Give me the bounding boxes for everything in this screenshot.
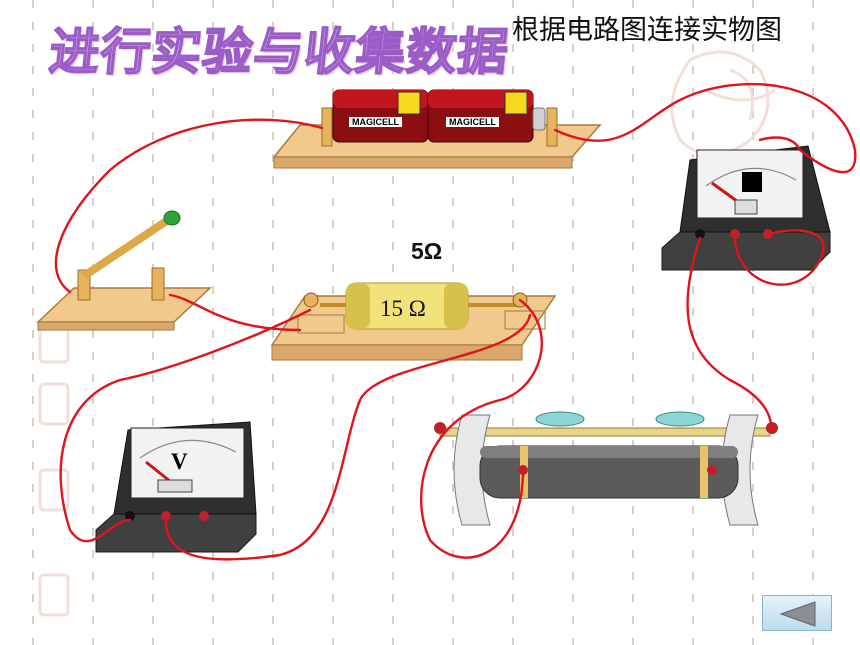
battery-label: MAGICELL bbox=[349, 117, 402, 127]
left-arrow-icon bbox=[779, 601, 816, 627]
wire-battery-switch bbox=[54, 118, 324, 294]
knife-switch bbox=[36, 210, 212, 331]
slide-title: 进行实验与收集数据 bbox=[46, 21, 513, 82]
battery-pack bbox=[272, 89, 602, 169]
wire-resistor-voltmeter bbox=[59, 308, 312, 543]
resistor-board bbox=[270, 282, 557, 361]
rheostat bbox=[434, 411, 778, 526]
ammeter bbox=[661, 145, 831, 271]
wire-resistor-rheostat bbox=[419, 298, 543, 559]
slide-subtitle: 根据电路图连接实物图 bbox=[512, 15, 782, 46]
wire-switch-resistor bbox=[168, 293, 302, 332]
battery-label: MAGICELL bbox=[446, 117, 499, 127]
wire-battery-ammeter bbox=[553, 82, 857, 174]
seal-watermark bbox=[38, 50, 776, 617]
resistor-value: 15 Ω bbox=[380, 296, 426, 321]
wire-ammeter-terminal bbox=[733, 229, 825, 286]
back-button[interactable] bbox=[762, 595, 832, 631]
wires bbox=[54, 82, 857, 561]
wire-voltmeter-resistor bbox=[164, 313, 532, 561]
voltmeter-symbol: V bbox=[171, 449, 188, 474]
voltmeter bbox=[95, 421, 257, 553]
wire-ammeter-rheostat bbox=[686, 236, 774, 430]
resistor-label: 5Ω bbox=[411, 238, 443, 264]
